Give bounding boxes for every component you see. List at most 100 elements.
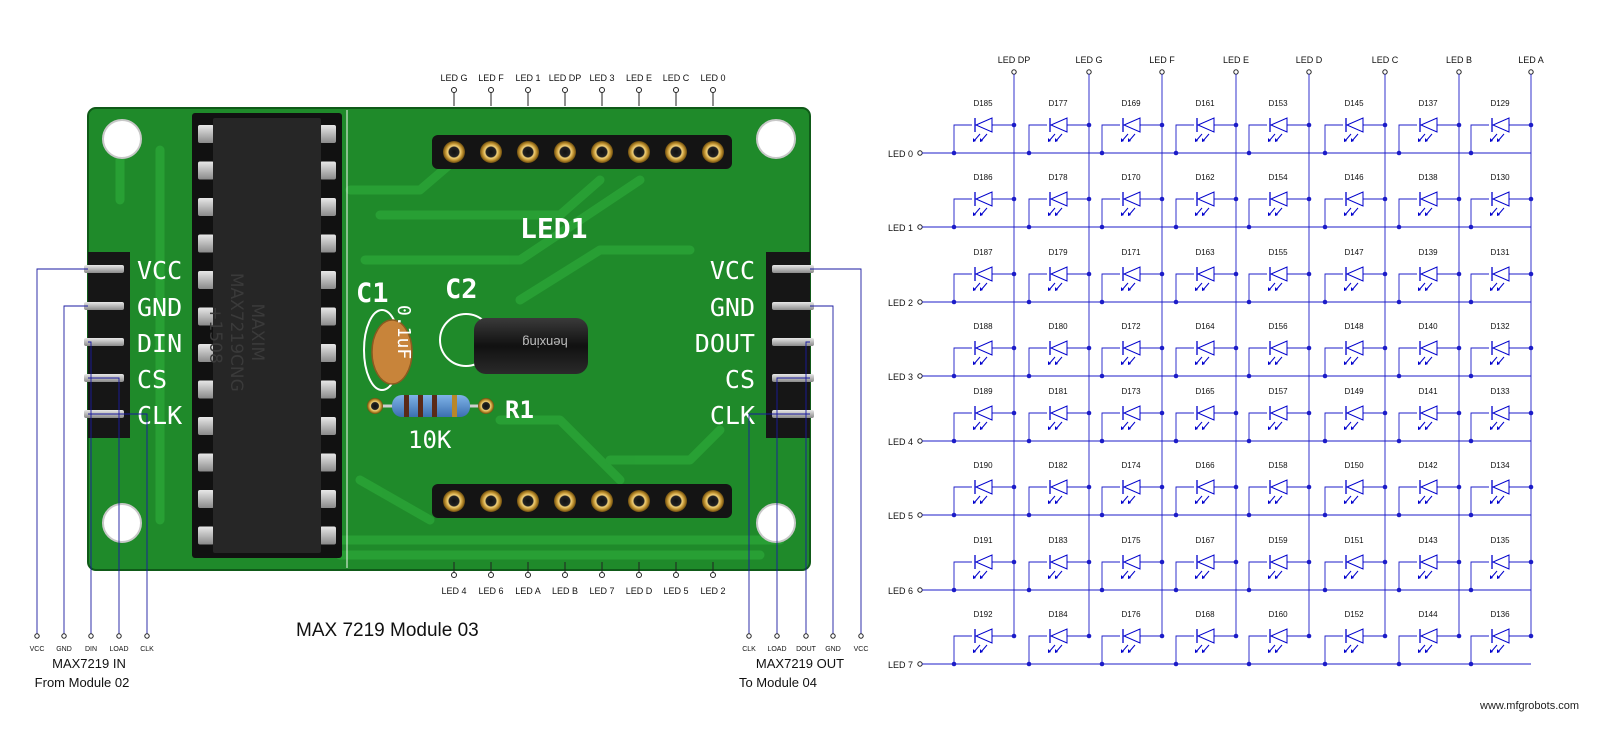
diode-label: D143 <box>1418 536 1438 545</box>
light-arrow <box>1048 644 1056 653</box>
light-arrow-head <box>1497 426 1500 430</box>
socket-pin <box>320 490 336 508</box>
row-terminal <box>917 373 923 379</box>
diode-symbol <box>1049 117 1068 133</box>
light-arrow <box>1344 133 1352 142</box>
light-arrow <box>1275 495 1283 504</box>
light-arrow-head <box>1048 426 1051 430</box>
header-hole <box>480 141 502 163</box>
junction-dot <box>1099 512 1105 518</box>
column-label: LED E <box>1223 55 1249 65</box>
header-hole <box>443 141 465 163</box>
column-terminal <box>1233 69 1239 75</box>
socket-pin <box>198 198 214 216</box>
led-diode: D157 <box>1246 387 1312 444</box>
diode-wire <box>1175 412 1194 441</box>
junction-dot <box>1468 224 1474 230</box>
row-label: LED 5 <box>888 511 913 521</box>
light-arrow <box>1425 495 1433 504</box>
diode-symbol <box>1269 554 1288 570</box>
led-diode: D181 <box>1026 387 1092 444</box>
diode-label: D157 <box>1268 387 1288 396</box>
diode-symbol <box>1122 554 1141 570</box>
light-arrow-head <box>1351 500 1354 504</box>
socket-pin <box>320 417 336 435</box>
junction-dot <box>1086 271 1092 277</box>
light-arrow-head <box>1268 575 1271 579</box>
diode-symbol <box>974 554 993 570</box>
light-arrow <box>1048 495 1056 504</box>
light-arrow-head <box>1268 361 1271 365</box>
row-label: LED 7 <box>888 660 913 670</box>
input-wire <box>63 305 88 634</box>
light-arrow <box>1351 644 1359 653</box>
light-arrow-head <box>1497 649 1500 653</box>
junction-dot <box>1456 559 1462 565</box>
light-arrow-head <box>1128 138 1131 142</box>
led-diode: D158 <box>1246 461 1312 518</box>
pin-terminal <box>599 572 605 578</box>
light-arrow-head <box>1344 138 1347 142</box>
led-diode: D176 <box>1099 610 1165 667</box>
junction-dot <box>1086 633 1092 639</box>
light-arrow-head <box>1275 138 1278 142</box>
socket-pin <box>320 234 336 253</box>
light-arrow-head <box>1418 575 1421 579</box>
light-arrow-head <box>1275 649 1278 653</box>
header-hole <box>702 490 724 512</box>
diode-label: D192 <box>973 610 993 619</box>
light-arrow-head <box>1055 287 1058 291</box>
socket-pin <box>198 490 214 508</box>
junction-dot <box>1011 633 1017 639</box>
r1-label: R1 <box>505 396 534 424</box>
junction-dot <box>1396 150 1402 156</box>
light-arrow <box>1055 570 1063 579</box>
junction-dot <box>1233 271 1239 277</box>
light-arrow <box>1202 356 1210 365</box>
c1-value: 0.1uF <box>393 305 414 359</box>
r1-resistor <box>392 395 470 417</box>
light-arrow-head <box>1202 138 1205 142</box>
light-arrow <box>1351 356 1359 365</box>
pin-terminal <box>562 572 568 578</box>
light-arrow <box>1351 495 1359 504</box>
row-label: LED 3 <box>888 372 913 382</box>
junction-dot <box>1159 345 1165 351</box>
row-label: LED 1 <box>888 223 913 233</box>
junction-dot <box>1099 224 1105 230</box>
diode-wire <box>953 561 972 590</box>
diode-wire <box>1398 124 1417 153</box>
light-arrow-head <box>1344 500 1347 504</box>
junction-dot <box>1396 438 1402 444</box>
right-header-label: DOUT <box>695 329 755 358</box>
light-arrow-head <box>1055 138 1058 142</box>
diode-symbol <box>1196 479 1215 495</box>
light-arrow-head <box>1268 649 1271 653</box>
light-arrow-head <box>980 287 983 291</box>
light-arrow <box>973 356 981 365</box>
light-arrow <box>1425 282 1433 291</box>
diode-wire <box>1470 486 1489 515</box>
junction-dot <box>951 224 957 230</box>
row-label: LED 0 <box>888 149 913 159</box>
diode-wire <box>953 635 972 664</box>
junction-dot <box>951 150 957 156</box>
light-arrow-head <box>1202 212 1205 216</box>
light-arrow <box>1268 495 1276 504</box>
light-arrow <box>1425 207 1433 216</box>
diode-label: D154 <box>1268 173 1288 182</box>
diode-label: D188 <box>973 322 993 331</box>
junction-dot <box>1246 661 1252 667</box>
pin-terminal <box>525 87 531 93</box>
light-arrow <box>1351 207 1359 216</box>
light-arrow <box>1351 421 1359 430</box>
diode-symbol <box>1196 191 1215 207</box>
led-diode: D184 <box>1026 610 1092 667</box>
diode-label: D173 <box>1121 387 1141 396</box>
light-arrow-head <box>1490 287 1493 291</box>
diode-label: D156 <box>1268 322 1288 331</box>
led-diode: D164 <box>1173 322 1239 379</box>
light-arrow-head <box>1048 138 1051 142</box>
bottom-pin-label: LED 2 <box>700 586 725 596</box>
input-pin-label: LOAD <box>109 646 128 653</box>
